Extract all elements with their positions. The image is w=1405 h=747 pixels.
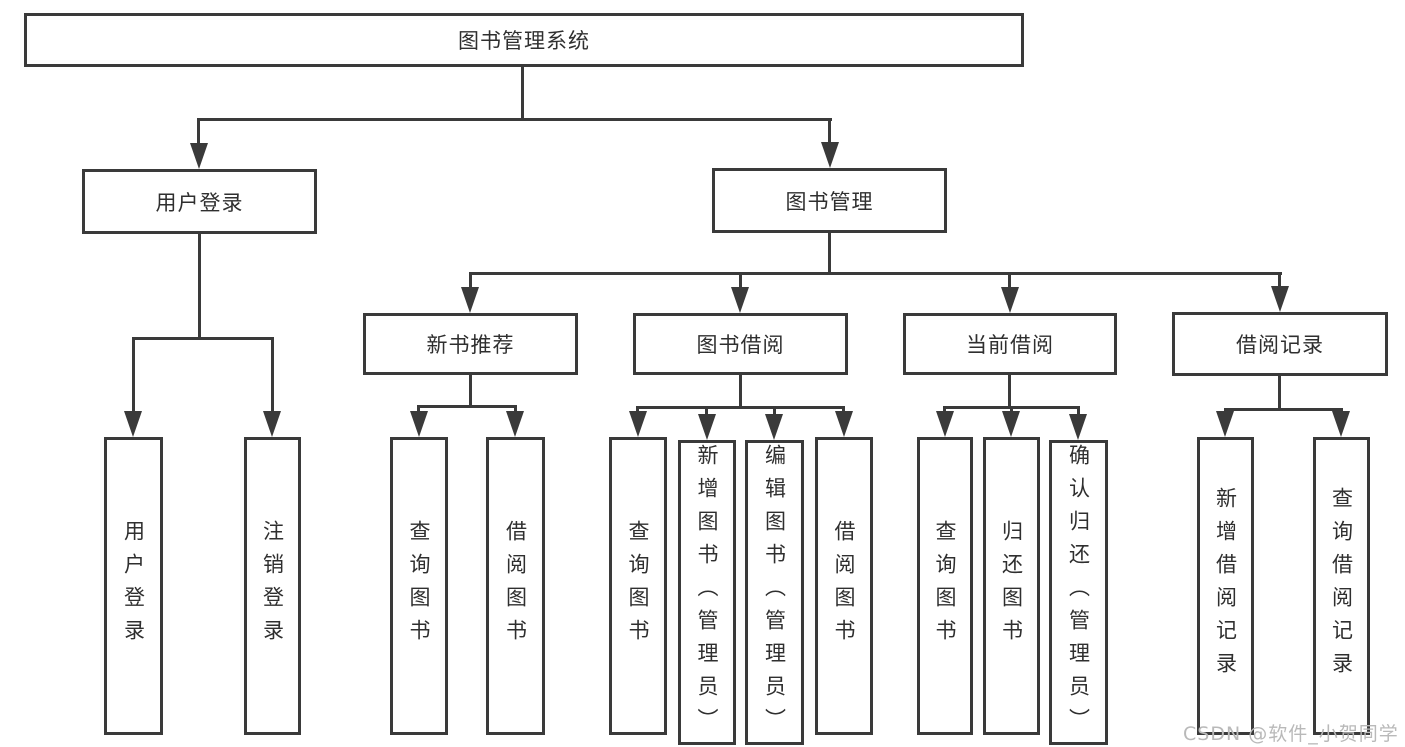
leaf-record-query-borrow-record: 查询借阅记录	[1313, 437, 1370, 735]
connector-new-book-rail	[417, 405, 517, 408]
connector-stem-bb-edit	[773, 406, 776, 416]
leaf-current-borrow-return-books: 归还图书	[983, 437, 1040, 735]
arrowhead-down-cb-query	[936, 411, 954, 437]
connector-stem-book-borrow	[739, 272, 742, 289]
node-borrow-record: 借阅记录	[1172, 312, 1388, 376]
connector-stem-leaf-user-login	[132, 337, 135, 413]
node-new-book-recommend: 新书推荐	[363, 313, 578, 375]
node-user-login: 用户登录	[82, 169, 317, 234]
leaf-book-borrow-edit-books-admin: 编辑图书（管理员）	[745, 440, 804, 745]
arrowhead-down-cb-return	[1002, 411, 1020, 437]
connector-stem-bb-query	[636, 406, 639, 414]
connector-stem-leaf-logout	[271, 337, 274, 413]
connector-stem-bb-borrow	[842, 406, 845, 414]
leaf-current-borrow-confirm-return-admin: 确认归还（管理员）	[1049, 440, 1108, 745]
connector-user-login-stub	[198, 234, 201, 340]
connector-stem-cb-confirm	[1077, 406, 1080, 416]
connector-stem-cb-return	[1010, 406, 1013, 414]
connector-stem-user-login	[197, 118, 200, 148]
leaf-record-add-borrow-record: 新增借阅记录	[1197, 437, 1254, 735]
connector-stem-bb-add	[705, 406, 708, 416]
arrowhead-down-borrow-record	[1271, 286, 1289, 312]
connector-stem-new-book	[469, 272, 472, 289]
leaf-new-book-query-books: 查询图书	[390, 437, 448, 735]
arrowhead-down-nb-borrow	[506, 411, 524, 437]
connector-borrow-record-stub	[1278, 376, 1281, 409]
leaf-user-login: 用户登录	[104, 437, 163, 735]
connector-book-mgmt-stub	[828, 233, 831, 275]
connector-stem-nb-borrow	[514, 405, 517, 414]
node-book-mgmt: 图书管理	[712, 168, 947, 233]
connector-stem-nb-query	[417, 405, 420, 414]
connector-stem-book-mgmt	[828, 118, 831, 148]
connector-borrow-record-rail	[1224, 408, 1343, 411]
arrowhead-down-leaf-logout	[263, 411, 281, 437]
arrowhead-down-book-borrow	[731, 287, 749, 313]
node-book-borrow: 图书借阅	[633, 313, 848, 375]
leaf-book-borrow-query-books: 查询图书	[609, 437, 667, 735]
arrowhead-down-bb-edit	[765, 414, 783, 440]
arrowhead-down-leaf-user-login	[124, 411, 142, 437]
connector-book-borrow-stub	[739, 375, 742, 408]
leaf-logout-login: 注销登录	[244, 437, 301, 735]
arrowhead-down-user-login	[190, 143, 208, 169]
arrowhead-down-current-borrow	[1001, 287, 1019, 313]
arrowhead-down-book-mgmt	[821, 142, 839, 168]
leaf-book-borrow-borrow-books: 借阅图书	[815, 437, 873, 735]
connector-book-borrow-rail	[636, 406, 845, 409]
arrowhead-down-br-add	[1216, 411, 1234, 437]
connector-root-stub	[521, 67, 524, 121]
connector-stem-borrow-record	[1278, 272, 1281, 289]
connector-user-login-rail	[132, 337, 274, 340]
connector-book-mgmt-rail	[469, 272, 1282, 275]
connector-stem-current-borrow	[1008, 272, 1011, 289]
arrowhead-down-br-query	[1332, 411, 1350, 437]
connector-current-borrow-stub	[1008, 375, 1011, 408]
arrowhead-down-cb-confirm	[1069, 414, 1087, 440]
leaf-book-borrow-add-books-admin: 新增图书（管理员）	[678, 440, 736, 745]
csdn-watermark: CSDN @软件_小贺同学	[1183, 723, 1399, 745]
arrowhead-down-bb-borrow	[835, 411, 853, 437]
arrowhead-down-new-book	[461, 287, 479, 313]
node-current-borrow: 当前借阅	[903, 313, 1117, 375]
arrowhead-down-bb-add	[698, 414, 716, 440]
connector-stem-cb-query	[943, 406, 946, 414]
arrowhead-down-nb-query	[410, 411, 428, 437]
arrowhead-down-bb-query	[629, 411, 647, 437]
leaf-current-borrow-query-books: 查询图书	[917, 437, 973, 735]
leaf-new-book-borrow-books: 借阅图书	[486, 437, 545, 735]
node-root: 图书管理系统	[24, 13, 1024, 67]
connector-root-rail	[197, 118, 832, 121]
connector-new-book-stub	[469, 375, 472, 408]
